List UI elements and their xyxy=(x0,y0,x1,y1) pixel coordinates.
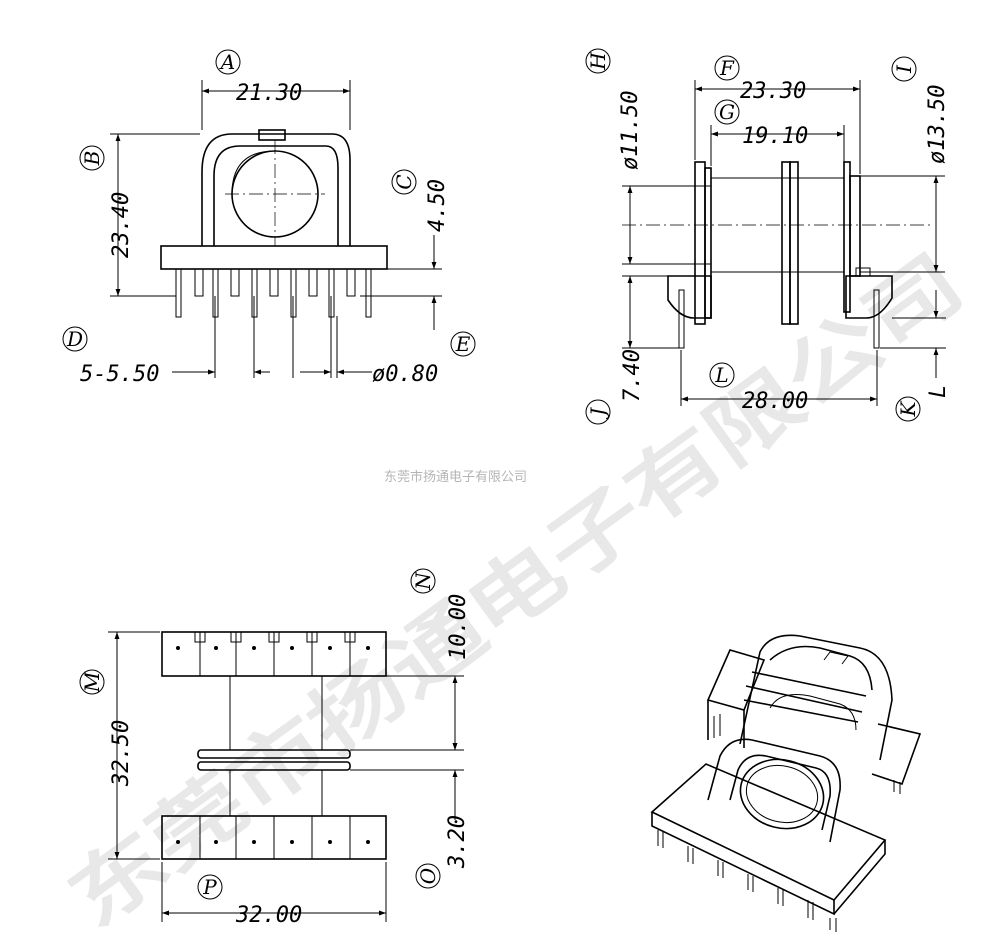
label-n: N xyxy=(411,571,435,591)
watermark: 东莞市扬通电子有限公司 xyxy=(53,238,980,946)
dim-f-value: 23.30 xyxy=(740,79,806,104)
watermark-large-text: 东莞市扬通电子有限公司 xyxy=(53,238,980,946)
label-a: A xyxy=(219,50,235,74)
dim-e-value: ø0.80 xyxy=(372,362,438,387)
watermark-small-text: 东莞市扬通电子有限公司 xyxy=(384,469,527,485)
label-f: F xyxy=(719,56,735,80)
label-o: O xyxy=(416,868,440,884)
label-j: J xyxy=(586,407,610,420)
isometric-view xyxy=(650,634,922,932)
dim-n-value: 10.00 xyxy=(446,594,471,660)
dim-m-value: 32.50 xyxy=(109,720,134,787)
label-i: I xyxy=(892,64,916,74)
dim-l-value: 28.00 xyxy=(742,389,808,414)
front-view: 21.30 A 23.40 B 4.50 C 5-5.50 D ø0.80 xyxy=(62,49,476,387)
label-b: B xyxy=(80,151,104,167)
side-view: 23.30 F 19.10 G ø11.50 H ø13.50 I 7.40 J xyxy=(585,48,951,425)
bottom-top-pin-row xyxy=(176,631,370,676)
label-g: G xyxy=(719,100,735,124)
bottom-bottom-pin-row xyxy=(176,816,370,859)
front-pins xyxy=(175,268,372,318)
label-h: H xyxy=(586,52,610,71)
dim-k-value: L xyxy=(926,385,951,398)
iso-pins-front xyxy=(657,830,837,932)
dim-i-value: ø13.50 xyxy=(925,85,950,164)
dim-p-value: 32.00 xyxy=(235,903,302,928)
dim-d-value: 5-5.50 xyxy=(80,362,159,387)
label-p: P xyxy=(202,875,217,899)
label-m: M xyxy=(80,671,104,693)
dim-b-value: 23.40 xyxy=(109,192,134,258)
dim-g-value: 19.10 xyxy=(742,124,808,149)
dim-o-value: 3.20 xyxy=(445,815,470,869)
label-l: L xyxy=(714,363,728,387)
label-k: K xyxy=(896,400,920,417)
dim-j-value: 7.40 xyxy=(620,349,645,402)
label-c: C xyxy=(392,174,416,189)
dim-a-value: 21.30 xyxy=(236,81,302,106)
bottom-view: 32.50 M 10.00 N 3.20 O 32.00 P xyxy=(79,568,471,928)
label-e: E xyxy=(455,332,471,356)
dim-c-value: 4.50 xyxy=(425,179,450,232)
dim-h-value: ø11.50 xyxy=(618,91,643,170)
label-d: D xyxy=(66,327,83,351)
